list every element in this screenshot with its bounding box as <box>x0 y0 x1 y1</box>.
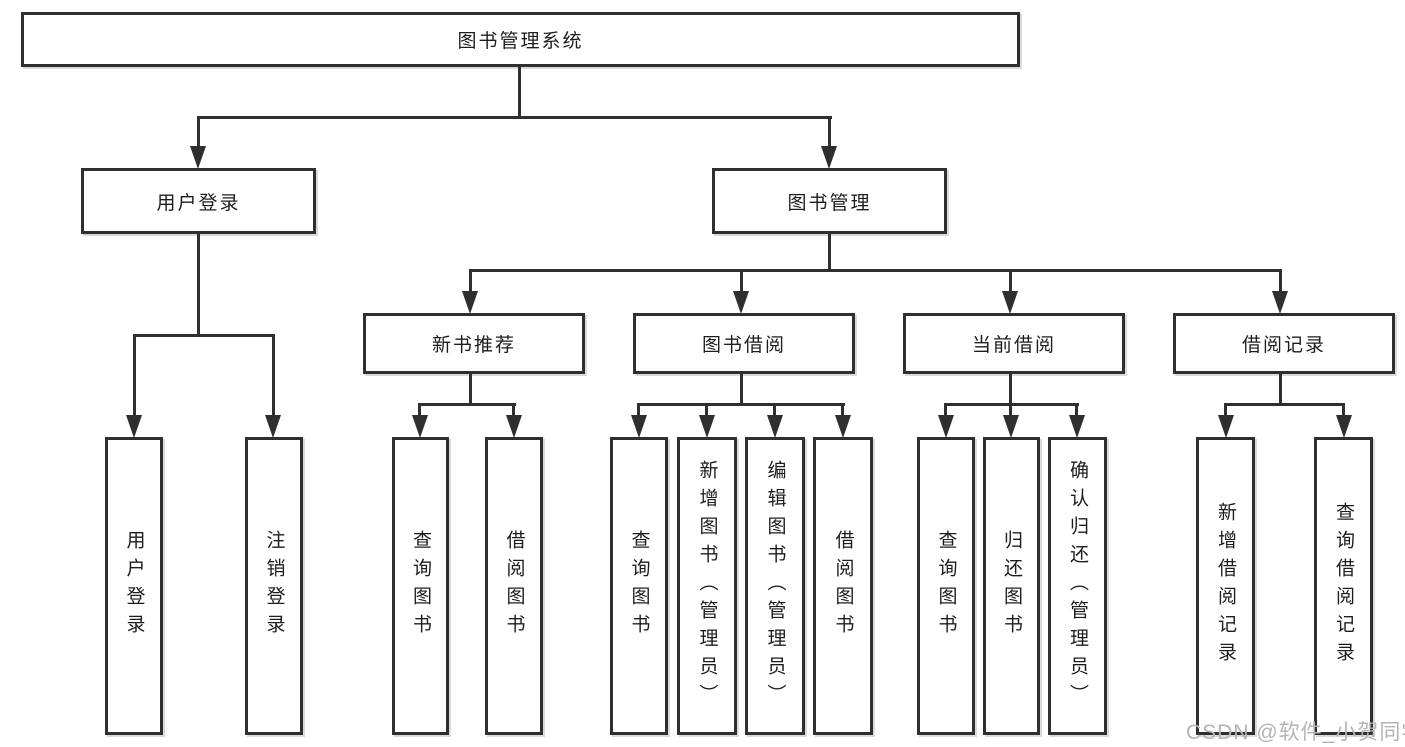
leaf-borrow-books-borrowing: 借阅图书 <box>813 437 873 735</box>
leaf-borrow-books-recommend: 借阅图书 <box>485 437 543 735</box>
arrowhead-down-icon <box>462 291 478 314</box>
node-book-management-system: 图书管理系统 <box>21 12 1020 67</box>
connector-line <box>828 116 831 150</box>
connector-line <box>1009 269 1012 294</box>
connector-line <box>705 403 708 418</box>
connector-line <box>419 403 516 406</box>
arrowhead-down-icon <box>835 415 851 438</box>
leaf-return-books: 归还图书 <box>983 437 1040 735</box>
connector-line <box>518 66 521 119</box>
node-new-book-recommendation: 新书推荐 <box>363 313 585 374</box>
connector-line <box>1075 403 1078 418</box>
connector-line <box>133 334 275 337</box>
connector-line <box>841 403 844 418</box>
arrowhead-down-icon <box>1003 415 1019 438</box>
connector-line <box>469 269 472 294</box>
arrowhead-down-icon <box>1069 415 1085 438</box>
leaf-confirm-return-admin: 确认归还（管理员） <box>1048 437 1107 735</box>
connector-line <box>637 403 845 406</box>
connector-line <box>945 403 1079 406</box>
connector-line <box>1279 269 1282 294</box>
arrowhead-down-icon <box>1272 291 1288 314</box>
connector-line <box>773 403 776 418</box>
node-borrowing-records: 借阅记录 <box>1173 313 1395 374</box>
arrowhead-down-icon <box>412 415 428 438</box>
connector-line <box>1009 403 1012 418</box>
leaf-user-login: 用户登录 <box>105 437 163 735</box>
leaf-add-books-admin: 新增图书（管理员） <box>677 437 737 735</box>
connector-line <box>1009 374 1012 406</box>
node-current-borrowing: 当前借阅 <box>903 313 1125 374</box>
arrowhead-down-icon <box>733 291 749 314</box>
arrowhead-down-icon <box>1336 415 1352 438</box>
leaf-query-borrow-record: 查询借阅记录 <box>1314 437 1373 735</box>
leaf-edit-books-admin: 编辑图书（管理员） <box>745 437 805 735</box>
watermark: CSDN @软件_小贺同学 <box>1186 721 1405 744</box>
connector-line <box>1224 403 1227 418</box>
connector-line <box>512 403 515 418</box>
arrowhead-down-icon <box>506 415 522 438</box>
connector-line <box>469 269 1282 272</box>
connector-line <box>133 334 136 417</box>
connector-line <box>740 374 743 406</box>
leaf-query-books-current: 查询图书 <box>917 437 975 735</box>
arrowhead-down-icon <box>938 415 954 438</box>
connector-line <box>418 403 421 418</box>
arrowhead-down-icon <box>1218 415 1234 438</box>
connector-line <box>637 403 640 418</box>
leaf-add-borrow-record: 新增借阅记录 <box>1196 437 1255 735</box>
arrowhead-down-icon <box>126 415 142 438</box>
leaf-query-books-recommend: 查询图书 <box>392 437 449 735</box>
connector-line <box>197 234 200 336</box>
connector-line <box>272 334 275 417</box>
connector-line <box>740 269 743 294</box>
arrowhead-down-icon <box>190 146 206 169</box>
connector-line <box>197 116 200 150</box>
connector-line <box>1342 403 1345 418</box>
arrowhead-down-icon <box>699 415 715 438</box>
connector-line <box>944 403 947 418</box>
arrowhead-down-icon <box>265 415 281 438</box>
leaf-query-books-borrowing: 查询图书 <box>610 437 668 735</box>
node-book-borrowing: 图书借阅 <box>633 313 855 374</box>
arrowhead-down-icon <box>821 146 837 169</box>
arrowhead-down-icon <box>631 415 647 438</box>
connector-line <box>828 233 831 272</box>
connector-line <box>197 116 832 119</box>
arrowhead-down-icon <box>767 415 783 438</box>
arrowhead-down-icon <box>1002 291 1018 314</box>
connector-line <box>469 374 472 406</box>
connector-line <box>1224 403 1345 406</box>
leaf-logout: 注销登录 <box>245 437 303 735</box>
connector-line <box>1279 374 1282 406</box>
node-book-management: 图书管理 <box>712 168 947 234</box>
node-user-login: 用户登录 <box>81 168 316 234</box>
